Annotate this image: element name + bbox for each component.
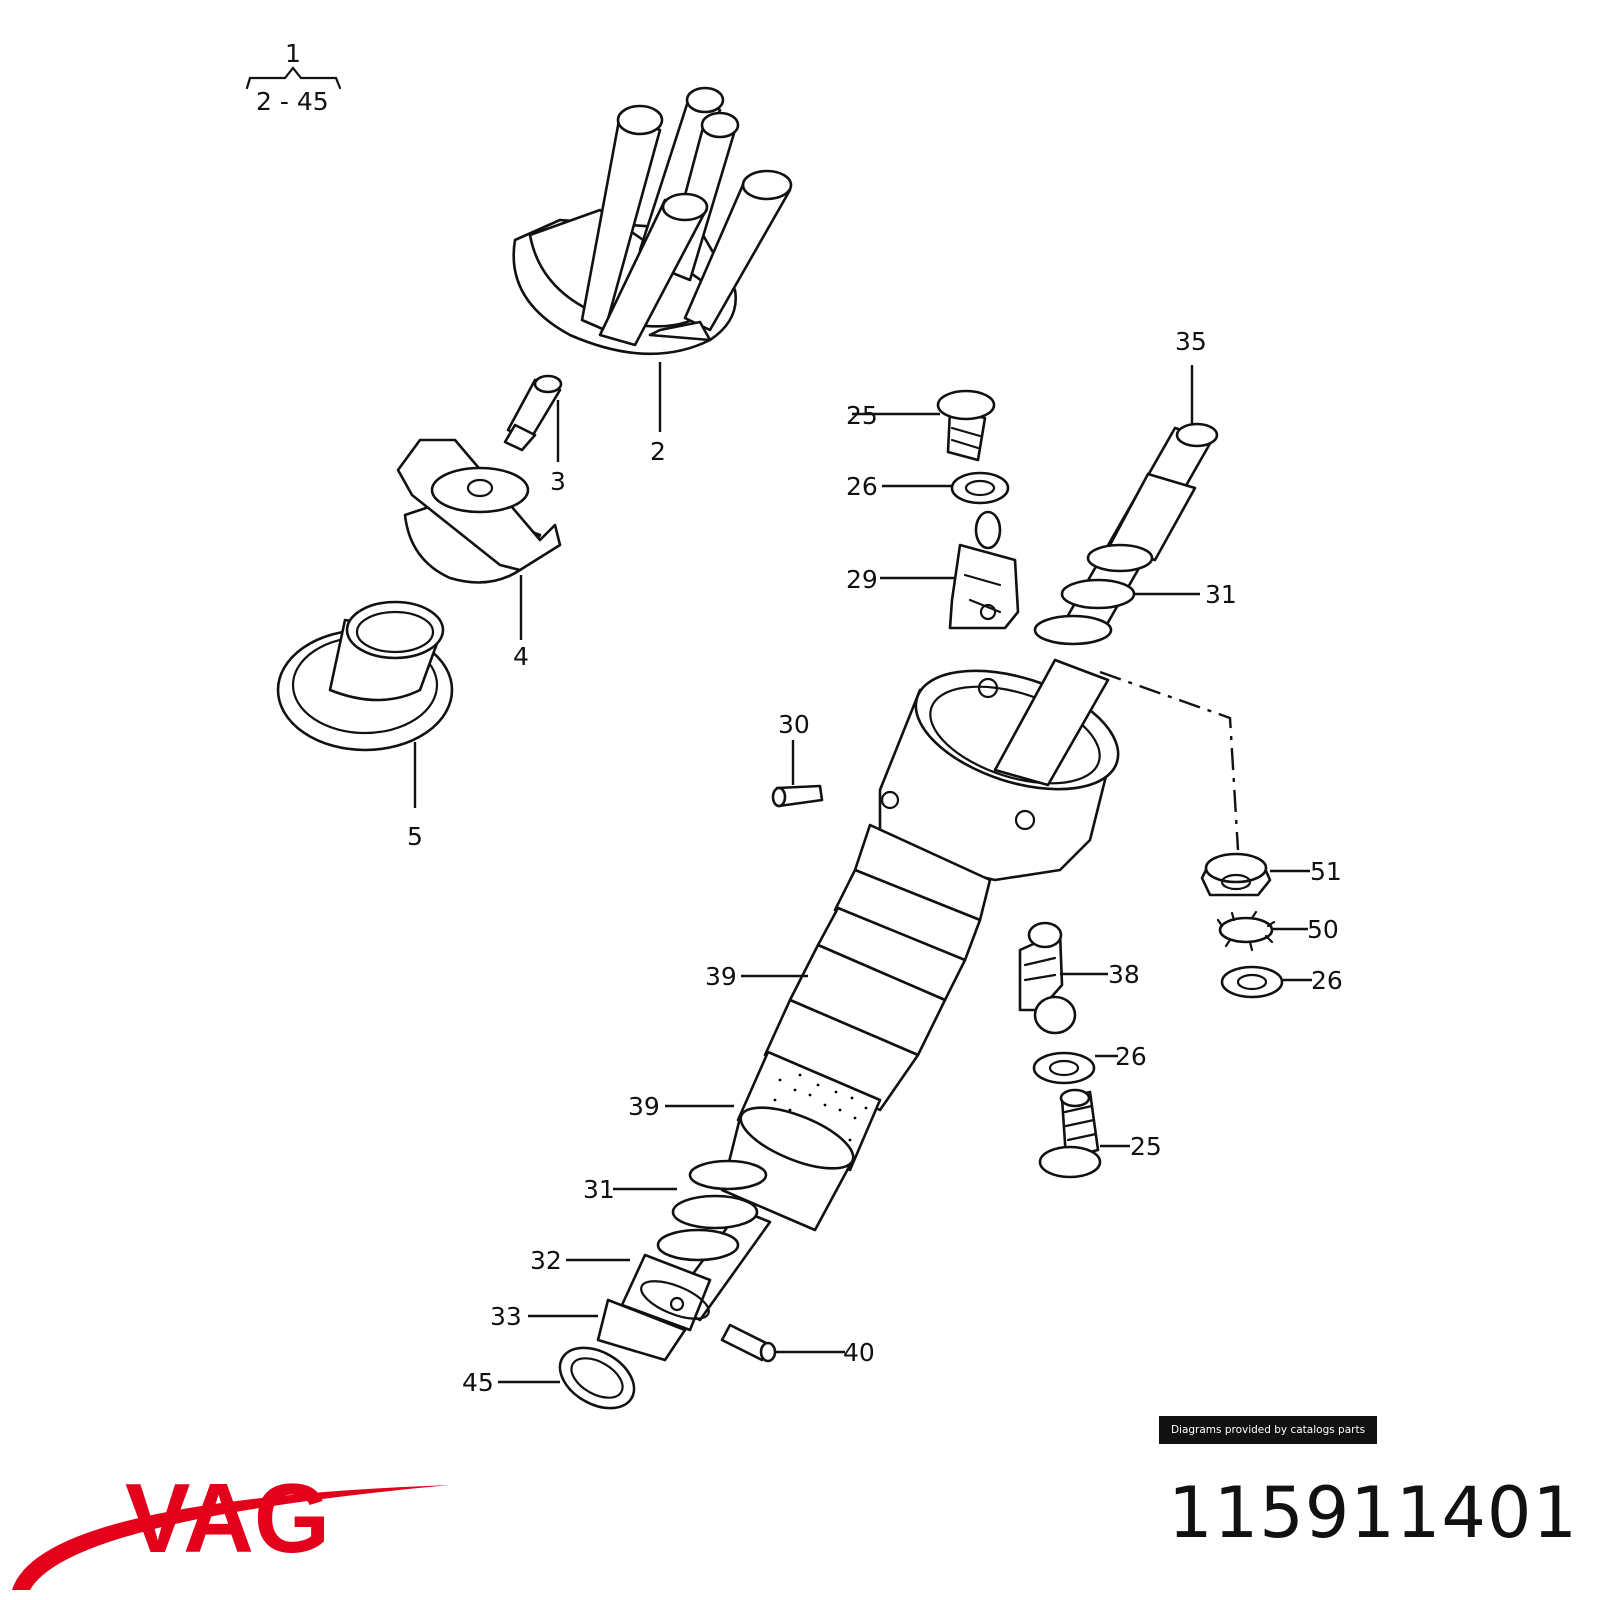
callout-38: 38 bbox=[1108, 960, 1140, 989]
group-bracket: 1 2 - 45 bbox=[245, 39, 342, 116]
callout-4: 4 bbox=[513, 642, 529, 671]
callout-26-right: 26 bbox=[1311, 966, 1343, 995]
star-washer bbox=[1216, 910, 1276, 952]
callout-26-lower: 26 bbox=[1115, 1042, 1147, 1071]
screw-lower bbox=[1038, 1088, 1102, 1179]
distributor-cap bbox=[512, 86, 793, 356]
callout-50: 50 bbox=[1307, 915, 1339, 944]
brand-wordmark: VAG bbox=[125, 1463, 330, 1573]
callout-33: 33 bbox=[490, 1302, 522, 1331]
callout-3: 3 bbox=[550, 467, 566, 496]
callout-45: 45 bbox=[462, 1368, 494, 1397]
callout-30: 30 bbox=[778, 710, 810, 739]
carbon-brush bbox=[503, 374, 563, 452]
callout-39-upper: 39 bbox=[705, 962, 737, 991]
rotor-arm bbox=[396, 438, 562, 584]
group-number: 1 bbox=[285, 39, 301, 68]
pin-30 bbox=[771, 784, 824, 808]
screw-top bbox=[936, 389, 996, 462]
callout-51: 51 bbox=[1310, 857, 1342, 886]
nut bbox=[1200, 852, 1272, 897]
callout-35: 35 bbox=[1175, 327, 1207, 356]
callout-29: 29 bbox=[846, 565, 878, 594]
washer-top bbox=[950, 471, 1010, 505]
vag-logo: VAG bbox=[12, 1463, 450, 1590]
callout-2: 2 bbox=[650, 437, 666, 466]
callout-32: 32 bbox=[530, 1246, 562, 1275]
distributor-body bbox=[558, 422, 1219, 1410]
contact-clip bbox=[948, 510, 1020, 630]
dust-shield bbox=[276, 600, 454, 752]
callout-31-top: 31 bbox=[1205, 580, 1237, 609]
condenser-bracket bbox=[1018, 921, 1077, 1035]
washer-lower bbox=[1032, 1051, 1096, 1085]
callout-31-lower: 31 bbox=[583, 1175, 615, 1204]
callout-25-top: 25 bbox=[846, 401, 878, 430]
callout-5: 5 bbox=[407, 822, 423, 851]
part-number: 115911401 bbox=[1168, 1472, 1578, 1554]
callout-25-lower: 25 bbox=[1130, 1132, 1162, 1161]
callout-40: 40 bbox=[843, 1338, 875, 1367]
diagram-credit-badge: Diagrams provided by catalogs parts bbox=[1159, 1416, 1377, 1444]
callout-39-lower: 39 bbox=[628, 1092, 660, 1121]
group-range: 2 - 45 bbox=[256, 87, 329, 116]
callout-26-top: 26 bbox=[846, 472, 878, 501]
pin-40 bbox=[720, 1323, 777, 1363]
washer-right bbox=[1220, 965, 1284, 999]
